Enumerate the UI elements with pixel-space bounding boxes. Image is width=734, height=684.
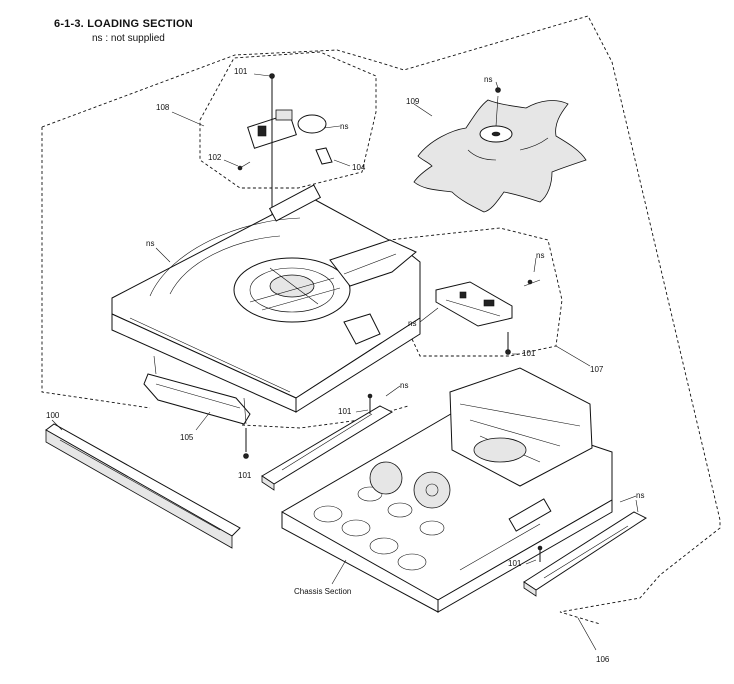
label-101: 101 (522, 349, 536, 358)
not-supplied-note: ns : not supplied (92, 33, 165, 44)
label-ns: ns (536, 251, 544, 260)
label-102: 102 (208, 153, 222, 162)
enclosure-lower-outline (41, 127, 151, 409)
enclosure-outline (41, 15, 721, 625)
right-slide-rail (523, 499, 648, 597)
chassis-section (281, 367, 613, 613)
label-chassis-section: Chassis Section (294, 587, 351, 596)
label-101: 101 (508, 559, 522, 568)
assembly-107-outline (277, 227, 563, 357)
label-101: 101 (234, 67, 248, 76)
label-ns: ns (146, 239, 154, 248)
leader-lines (51, 73, 637, 651)
left-slide-rail (261, 393, 394, 491)
label-ns: ns (340, 122, 348, 131)
assembly-108-outline (199, 51, 377, 189)
label-107: 107 (590, 365, 604, 374)
section-title: 6-1-3. LOADING SECTION (54, 18, 193, 30)
loading-tray (111, 184, 421, 413)
sensor-board-107 (435, 279, 541, 355)
label-ns: ns (400, 381, 408, 390)
label-101: 101 (338, 407, 352, 416)
label-108: 108 (156, 103, 170, 112)
label-109: 109 (406, 97, 420, 106)
label-105: 105 (180, 433, 194, 442)
label-101: 101 (238, 471, 252, 480)
label-104: 104 (352, 163, 366, 172)
label-ns: ns (484, 75, 492, 84)
label-ns: ns (636, 491, 644, 500)
bracket-105 (143, 355, 251, 459)
clamp-109 (413, 87, 587, 213)
label-100: 100 (46, 411, 60, 420)
front-panel-100 (45, 423, 241, 549)
label-ns: ns (408, 319, 416, 328)
label-106: 106 (596, 655, 610, 664)
